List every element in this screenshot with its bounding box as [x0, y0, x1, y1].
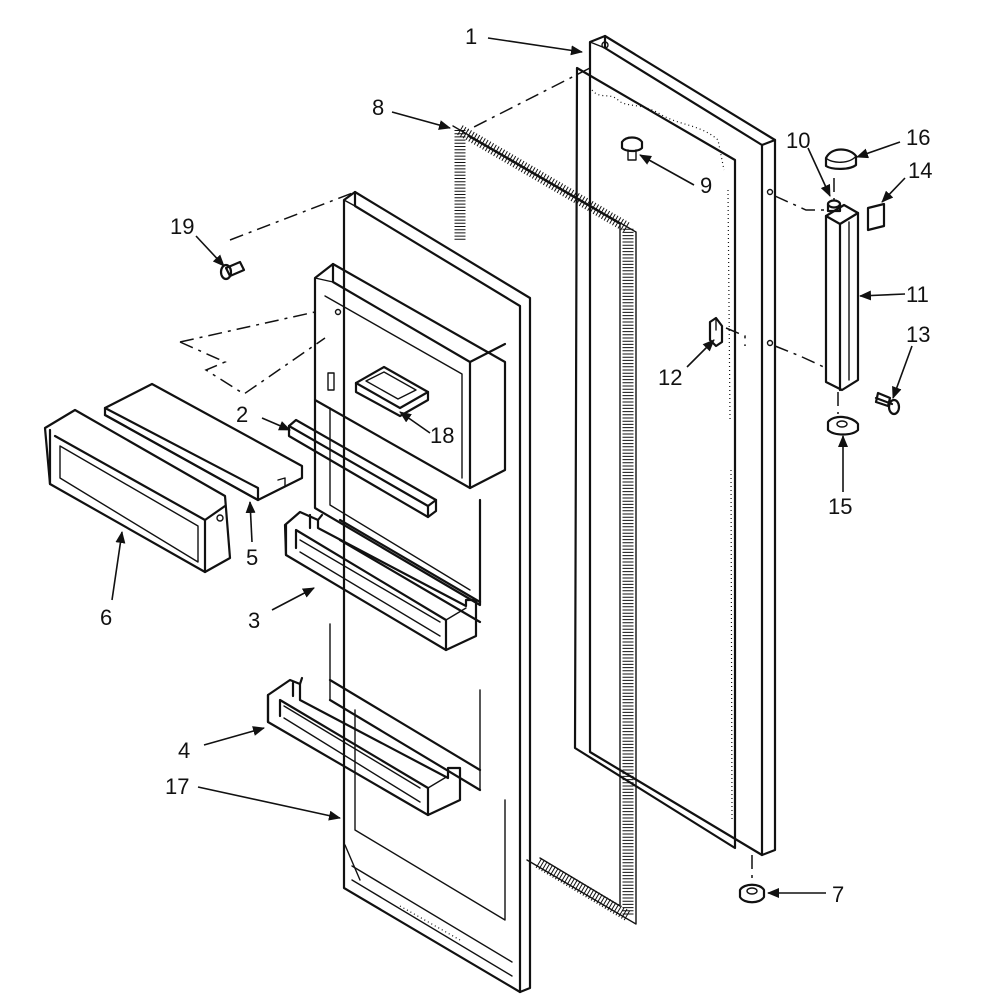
- lower-hinge-bushing: [826, 415, 860, 436]
- drip-tray: [354, 365, 430, 418]
- callout-9: 9: [700, 173, 712, 198]
- hinge-cap: [824, 148, 858, 170]
- hinge-screw: [874, 391, 901, 416]
- callout-8: 8: [372, 95, 384, 120]
- lower-door-bin: [266, 676, 462, 817]
- callout-2: 2: [236, 402, 248, 427]
- leader-arrows: [111, 37, 913, 898]
- callout-11: 11: [906, 282, 929, 307]
- callout-18: 18: [430, 423, 454, 448]
- callout-19: 19: [170, 214, 194, 239]
- upper-door-bin: [283, 510, 478, 652]
- door-screw: [219, 260, 246, 281]
- hinge-shim: [866, 202, 886, 232]
- assembly-lines: [179, 67, 839, 880]
- callout-6: 6: [100, 605, 112, 630]
- door-trim-bar: [287, 418, 438, 519]
- callout-17: 17: [165, 774, 189, 799]
- inner-door-liner: [342, 190, 532, 994]
- dispenser-housing: [313, 262, 507, 792]
- callout-1: 1: [465, 24, 477, 49]
- plug-button: [620, 136, 644, 161]
- dispenser-front-panel: [43, 408, 232, 574]
- hinge-bracket: [824, 203, 860, 392]
- callout-labels: 1 2 3 4 5 6 7 8 9 10 11 12 13 14 15 16 1…: [100, 24, 932, 907]
- callout-14: 14: [908, 158, 932, 183]
- callout-10: 10: [786, 128, 810, 153]
- callout-4: 4: [178, 738, 190, 763]
- callout-16: 16: [906, 125, 930, 150]
- dispenser-cover: [103, 382, 304, 502]
- callout-13: 13: [906, 322, 930, 347]
- outer-door-panel: [573, 34, 777, 857]
- callout-15: 15: [828, 494, 852, 519]
- callout-5: 5: [246, 545, 258, 570]
- door-gasket: [452, 125, 637, 925]
- hinge-pin: [826, 199, 842, 213]
- door-stop: [738, 883, 766, 904]
- callout-7: 7: [832, 882, 844, 907]
- callout-12: 12: [658, 365, 682, 390]
- callout-3: 3: [248, 608, 260, 633]
